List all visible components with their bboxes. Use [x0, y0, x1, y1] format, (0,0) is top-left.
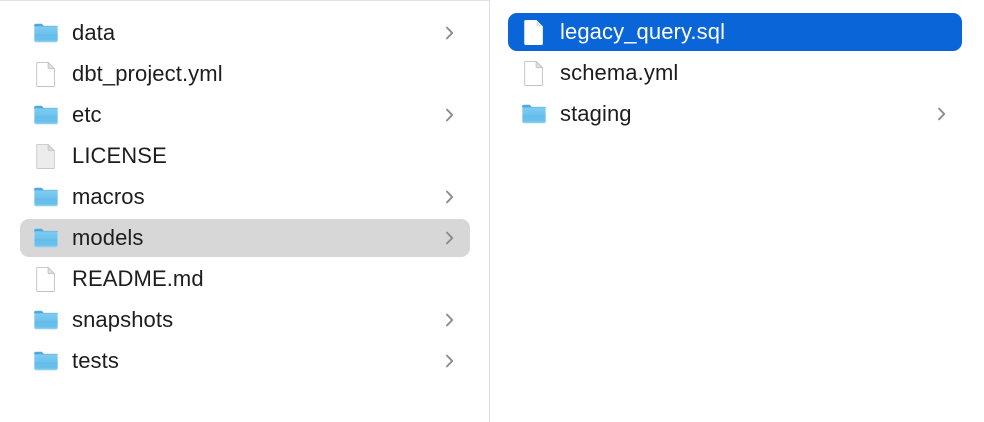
folder-icon [32, 101, 60, 129]
file-row[interactable]: schema.yml [508, 54, 962, 92]
document-plain-icon [32, 142, 60, 170]
chevron-right-icon[interactable] [444, 106, 456, 124]
folder-icon [520, 100, 548, 128]
models-directory-column: legacy_query.sql schema.yml staging [490, 0, 984, 422]
item-label: schema.yml [560, 60, 679, 85]
item-label: tests [72, 348, 119, 373]
item-label: README.md [72, 266, 204, 291]
item-label: staging [560, 101, 632, 126]
folder-row[interactable]: staging [508, 95, 962, 133]
folder-row[interactable]: snapshots [20, 301, 470, 339]
folder-row[interactable]: tests [20, 342, 470, 380]
file-row[interactable]: dbt_project.yml [20, 55, 470, 93]
folder-icon [32, 19, 60, 47]
chevron-right-icon[interactable] [444, 188, 456, 206]
folder-row[interactable]: macros [20, 178, 470, 216]
document-icon [32, 265, 60, 293]
file-row[interactable]: README.md [20, 260, 470, 298]
item-label: LICENSE [72, 143, 167, 168]
item-label: macros [72, 184, 145, 209]
folder-icon [32, 306, 60, 334]
item-label: models [72, 225, 144, 250]
document-icon [520, 18, 548, 46]
file-row[interactable]: legacy_query.sql [508, 13, 962, 51]
chevron-right-icon[interactable] [444, 24, 456, 42]
item-label: data [72, 20, 116, 45]
chevron-right-icon[interactable] [936, 105, 948, 123]
folder-row[interactable]: data [20, 14, 470, 52]
chevron-right-icon[interactable] [444, 229, 456, 247]
folder-icon [32, 224, 60, 252]
file-row[interactable]: LICENSE [20, 137, 470, 175]
folder-row[interactable]: etc [20, 96, 470, 134]
document-icon [32, 60, 60, 88]
item-label: snapshots [72, 307, 174, 332]
chevron-right-icon[interactable] [444, 352, 456, 370]
document-icon [520, 59, 548, 87]
item-label: dbt_project.yml [72, 61, 223, 86]
folder-icon [32, 183, 60, 211]
item-label: etc [72, 102, 102, 127]
parent-directory-column: data dbt_project.yml etc [0, 0, 490, 422]
chevron-right-icon[interactable] [444, 311, 456, 329]
folder-icon [32, 347, 60, 375]
item-label: legacy_query.sql [560, 19, 726, 44]
folder-row[interactable]: models [20, 219, 470, 257]
